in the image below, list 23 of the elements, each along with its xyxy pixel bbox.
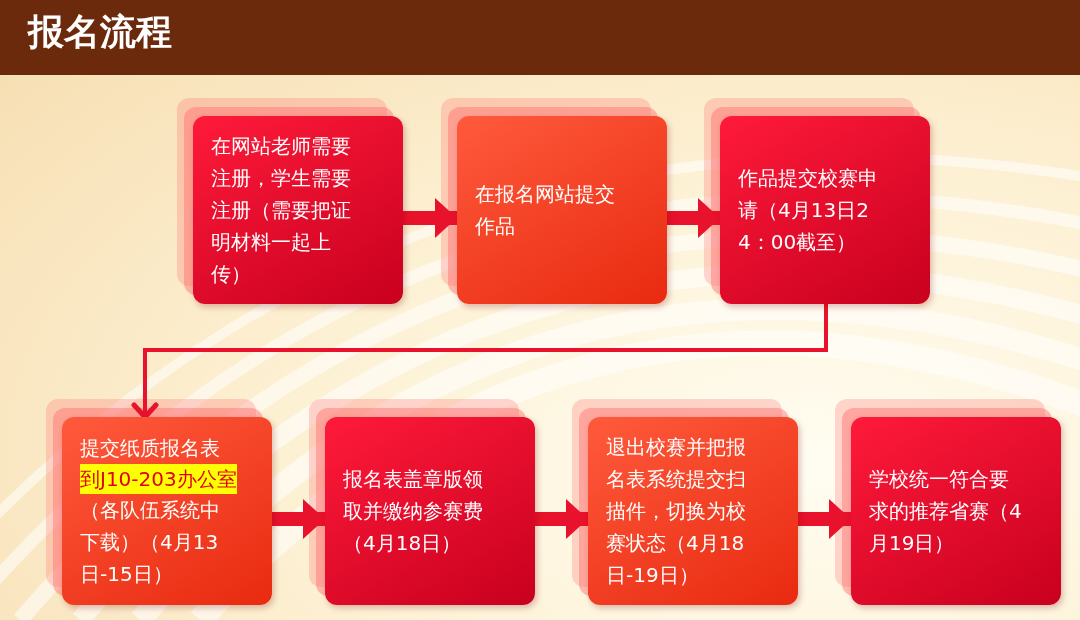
step-text: 报名表盖章版领取并缴纳参赛费（4月18日） [343, 466, 484, 557]
step-box [457, 116, 667, 304]
step-box [588, 417, 798, 605]
arrow [798, 499, 851, 539]
title: 报名流程 [28, 10, 172, 54]
step-box [851, 417, 1061, 605]
step-box [193, 116, 403, 304]
arrow [403, 198, 457, 238]
step-box [325, 417, 535, 605]
step-box [62, 417, 272, 605]
step-box [720, 116, 930, 304]
step-text: 学校统一符合要求的推荐省赛（4月19日） [869, 466, 1023, 557]
arrow [131, 304, 828, 420]
step-text: 提交纸质报名表 [80, 435, 221, 462]
step-text: 退出校赛并把报名表系统提交扫描件，切换为校赛状态（4月18日-19日） [606, 434, 747, 589]
arrow [667, 198, 720, 238]
step-text: （各队伍系统中下载）（4月13日-15日） [80, 497, 221, 588]
step-text: 作品提交校赛申请（4月13日24：00截至） [738, 165, 879, 256]
arrow [535, 499, 588, 539]
step-text: 在网站老师需要注册，学生需要注册（需要把证明材料一起上传） [211, 133, 352, 288]
arrow [272, 499, 325, 539]
step-text: 在报名网站提交作品 [475, 181, 616, 240]
highlighted-text: 到J10-203办公室 [80, 464, 237, 494]
